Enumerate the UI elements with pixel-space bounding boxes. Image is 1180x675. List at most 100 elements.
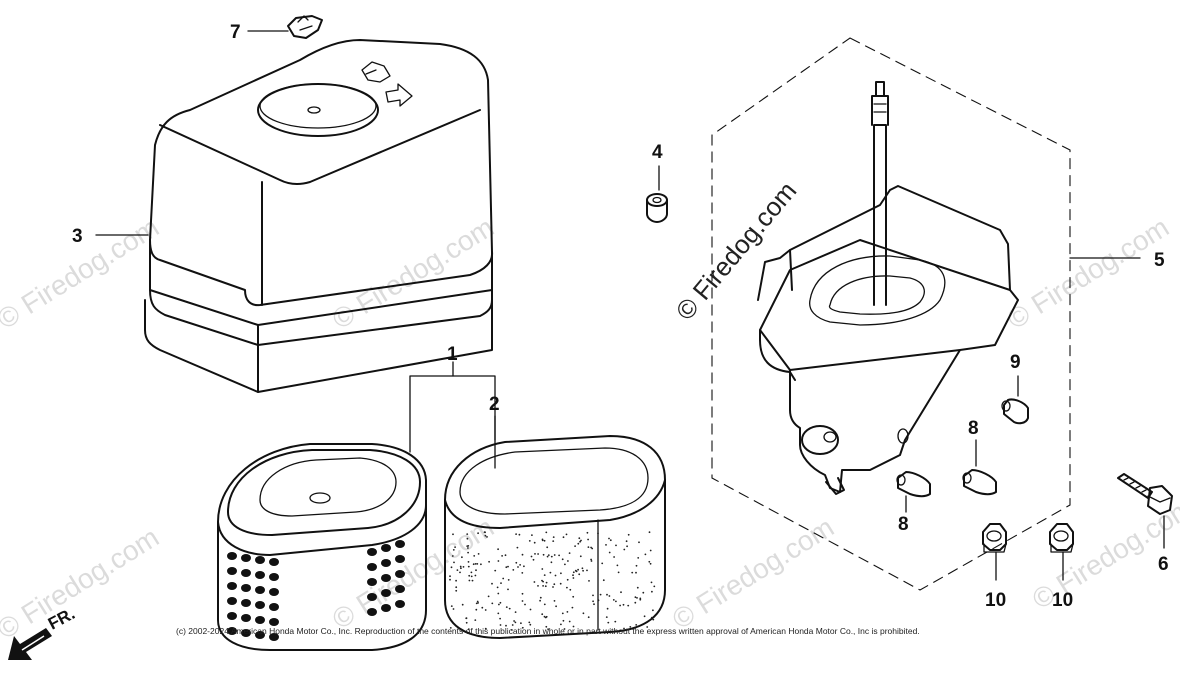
foam-dot [528,621,531,624]
filter-hole [241,569,251,577]
foam-dot [474,619,477,621]
filter-hole [255,571,265,579]
foam-dot [497,560,500,562]
foam-dot [588,580,590,582]
part-wing-nut [287,15,323,39]
foam-dot [636,586,639,589]
foam-dot [452,608,455,610]
foam-dot [521,600,524,602]
foam-dot [533,541,536,544]
foam-dot [605,616,608,618]
filter-hole [395,540,405,548]
foam-dot [546,555,549,558]
foam-dot [635,564,638,567]
foam-dot [500,582,502,584]
foam-dot [488,560,490,563]
foam-dot [623,548,626,551]
foam-dot [634,596,637,599]
foam-dot [531,534,533,536]
foam-dot [574,569,577,572]
foam-dot [467,561,470,563]
foam-dot [499,601,502,604]
foam-dot [475,608,478,611]
foam-dot [553,554,556,556]
foam-dot [567,560,569,562]
foam-dot [516,546,519,549]
foam-dot [579,555,582,558]
foam-dot [524,603,526,606]
foam-dot [521,626,524,629]
foam-dot [465,621,468,624]
filter-hole [255,586,265,594]
foam-dot [481,606,484,609]
foam-dot [587,546,590,548]
foam-dot [634,601,637,604]
foam-dot [466,537,469,540]
foam-dot [505,606,508,608]
foam-dot [507,588,509,591]
callout-8-upper: 8 [968,418,979,439]
foam-dot [466,533,469,535]
foam-dot [627,533,630,536]
foam-dot [508,607,511,610]
foam-dot [521,572,524,574]
foam-dot [547,628,549,630]
foam-dot [572,595,575,598]
foam-dot [616,564,619,567]
watermark-text: © Firedog.com [1027,491,1180,615]
foam-dot [590,558,592,561]
foam-dot [648,531,651,534]
watermark-text: © Firedog.com [670,176,803,326]
callout-4: 4 [652,142,663,163]
filter-hole [227,597,237,605]
filter-hole [367,608,377,616]
callout-2: 2 [489,394,500,415]
filter-hole [381,544,391,552]
background-watermarks: © Firedog.com © Firedog.com © Firedog.co… [0,211,1180,645]
foam-dot [477,602,479,604]
foam-dot [468,574,471,577]
foam-dot [520,622,522,625]
foam-dot [475,602,478,605]
foam-dot [566,586,568,589]
watermark-text: © Firedog.com [1002,211,1174,335]
foam-dot [635,624,638,626]
foam-dot [614,620,617,623]
foam-dot [648,560,651,563]
foam-dot [601,562,604,565]
filter-hole [367,593,377,601]
foam-dot [644,553,647,556]
foam-dot [470,571,473,574]
foam-dot [552,536,555,538]
filter-hole [381,574,391,582]
foam-dot [635,571,637,574]
filter-hole [227,582,237,590]
foam-dot [459,565,462,568]
foam-dot [467,551,469,554]
foam-dot [507,579,510,581]
foam-dot [465,617,468,620]
foam-dot [542,553,545,556]
foam-dot [629,626,632,628]
foam-dot [631,571,634,574]
watermark-text: © Firedog.com [667,511,839,635]
foam-dot [455,589,458,592]
copyright-notice: (c) 2002-2024 American Honda Motor Co., … [176,626,920,636]
foam-dot [499,617,501,620]
foam-dot [560,572,562,575]
foam-dot [468,579,471,582]
foam-dot [545,581,548,584]
foam-dot [523,565,525,568]
filter-hole [367,563,377,571]
foam-dot [566,611,569,613]
foam-dot [625,628,628,631]
filter-hole [255,631,265,639]
foam-dot [549,571,552,574]
foam-dot [532,558,535,561]
filter-hole [395,600,405,608]
filter-hole [367,578,377,586]
foam-dot [609,539,612,542]
foam-dot [608,537,610,540]
foam-dot [501,555,503,557]
foam-dot [467,547,469,549]
